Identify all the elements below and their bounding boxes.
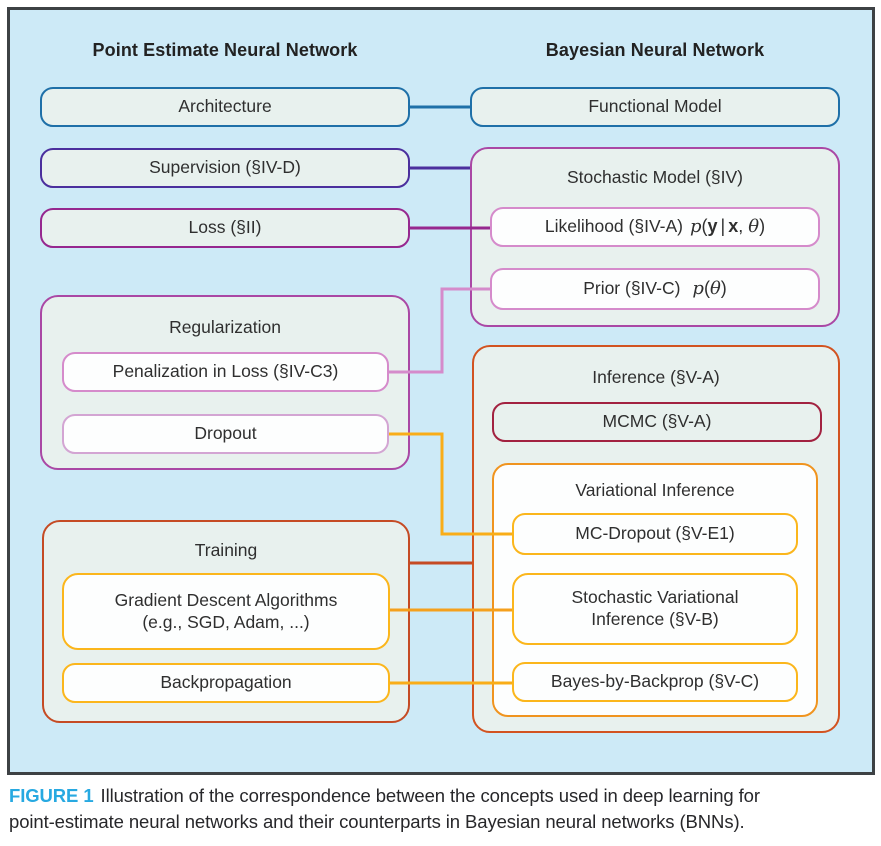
caption-line2: point-estimate neural networks and their… [9, 811, 745, 832]
figure-caption: FIGURE 1 Illustration of the corresponden… [9, 783, 871, 835]
left-column-header: Point Estimate Neural Network [92, 39, 358, 60]
regularization-title: Regularization [169, 317, 281, 337]
backpropagation-box: Backpropagation [62, 663, 390, 703]
gradient-descent-line2: (e.g., SGD, Adam, ...) [142, 611, 310, 632]
functional-model-box: Functional Model [470, 87, 840, 127]
training-title: Training [194, 540, 258, 560]
svi-line2: Inference (§V-B) [591, 609, 719, 629]
bayes-by-backprop-box: Bayes-by-Backprop (§V-C) [512, 662, 798, 702]
stochastic-model-title: Stochastic Model (§IV) [566, 167, 744, 187]
prior-formula: p(θ) [692, 278, 727, 300]
mcmc-box: MCMC (§V-A) [492, 402, 822, 442]
svi-box: Stochastic Variational Inference (§V-B) [512, 573, 798, 645]
supervision-box: Supervision (§IV-D) [40, 148, 410, 188]
variational-inference-title: Variational Inference [575, 480, 735, 500]
gradient-descent-line1: Gradient Descent Algorithms [114, 589, 338, 610]
svi-line1: Stochastic Variational [571, 587, 739, 608]
mc-dropout-box: MC-Dropout (§V-E1) [512, 513, 798, 555]
likelihood-formula: p(y|x, θ) [690, 216, 766, 238]
prior-label: Prior (§IV-C) [583, 278, 681, 299]
prior-box: Prior (§IV-C) p(θ) [490, 268, 820, 310]
caption-line1: Illustration of the correspondence betwe… [100, 785, 760, 806]
penalization-box: Penalization in Loss (§IV-C3) [62, 352, 389, 392]
gradient-descent-box: Gradient Descent Algorithms (e.g., SGD, … [62, 573, 390, 650]
architecture-box: Architecture [40, 87, 410, 127]
dropout-box: Dropout [62, 414, 389, 454]
inference-title: Inference (§V-A) [592, 367, 720, 387]
likelihood-label: Likelihood (§IV-A) [544, 216, 683, 237]
loss-box: Loss (§II) [40, 208, 410, 248]
figure-number-label: FIGURE 1 [9, 785, 94, 806]
likelihood-box: Likelihood (§IV-A) p(y|x, θ) [490, 207, 820, 247]
right-column-header: Bayesian Neural Network [545, 39, 765, 60]
